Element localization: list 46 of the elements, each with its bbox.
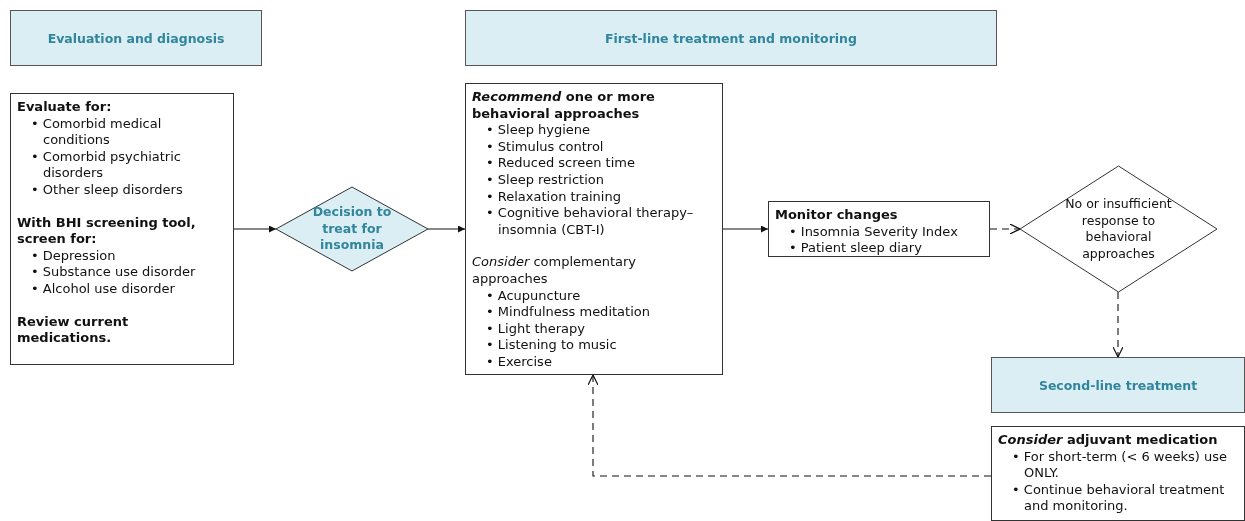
decision-text: No or insufficient response to behavioral approaches: [1064, 196, 1173, 262]
list-heading: Consider complementary approaches: [472, 254, 637, 288]
list-item: • Alcohol use disorder: [31, 280, 176, 298]
list-item: • Stimulus control: [486, 138, 605, 156]
process-box: [465, 83, 723, 375]
list-item: • Cognitive behavioral therapy–insomnia (CBT-I): [486, 205, 695, 239]
list-item: • Substance use disorder: [31, 264, 197, 281]
process-box: [991, 426, 1245, 521]
list-heading: Consider adjuvant medication: [998, 432, 1219, 449]
list-item: • Comorbid psychiatric disorders: [31, 148, 182, 182]
arrow: [427, 225, 466, 233]
list-item: • Depression: [31, 247, 117, 265]
dashed-arrow: [1112, 291, 1124, 358]
list-heading: Evaluate for:: [17, 99, 113, 116]
list-heading: With BHI screening tool, screen for:: [17, 214, 197, 248]
arrow: [722, 225, 769, 233]
list-item: • Listening to music: [486, 337, 618, 354]
list-item: • Patient sleep diary: [789, 240, 923, 257]
section-title: First-line treatment and monitoring: [605, 30, 857, 46]
decision-text: Decision to treat for insomnia: [311, 204, 393, 254]
list-item: • Continue behavioral treatment and monitoring.: [1012, 481, 1226, 515]
list-item: • Light therapy: [486, 320, 586, 338]
section-title: Evaluation and diagnosis: [47, 30, 225, 46]
list-item: • Insomnia Severity Index: [789, 223, 959, 241]
list-item: • Reduced screen time: [486, 155, 636, 172]
dashed-arrow: [587, 374, 992, 477]
list-item: • Acupuncture: [486, 287, 582, 305]
list-item: • Comorbid medical conditions: [31, 115, 163, 149]
list-heading: Monitor changes: [775, 207, 899, 224]
process-box: [10, 93, 234, 365]
list-item: • Sleep hygiene: [486, 122, 592, 139]
section-header: [10, 10, 262, 66]
list-item: • Other sleep disorders: [31, 181, 184, 199]
list-item: • Relaxation training: [486, 188, 622, 206]
list-heading: Review current medications.: [17, 313, 130, 347]
list-item: • Mindfulness meditation: [486, 304, 651, 321]
process-box: [768, 201, 990, 257]
list-item: • Sleep restriction: [486, 171, 605, 189]
arrow: [233, 225, 277, 233]
section-header: [465, 10, 997, 66]
list-item: • Exercise: [486, 353, 553, 371]
list-item: • For short-term (< 6 weeks) use ONLY.: [1012, 448, 1228, 482]
list-heading: Recommend one or more behavioral approaches: [472, 89, 656, 123]
section-header: [991, 357, 1245, 413]
dashed-arrow: [989, 223, 1021, 235]
section-title: Second-line treatment: [1038, 377, 1198, 393]
